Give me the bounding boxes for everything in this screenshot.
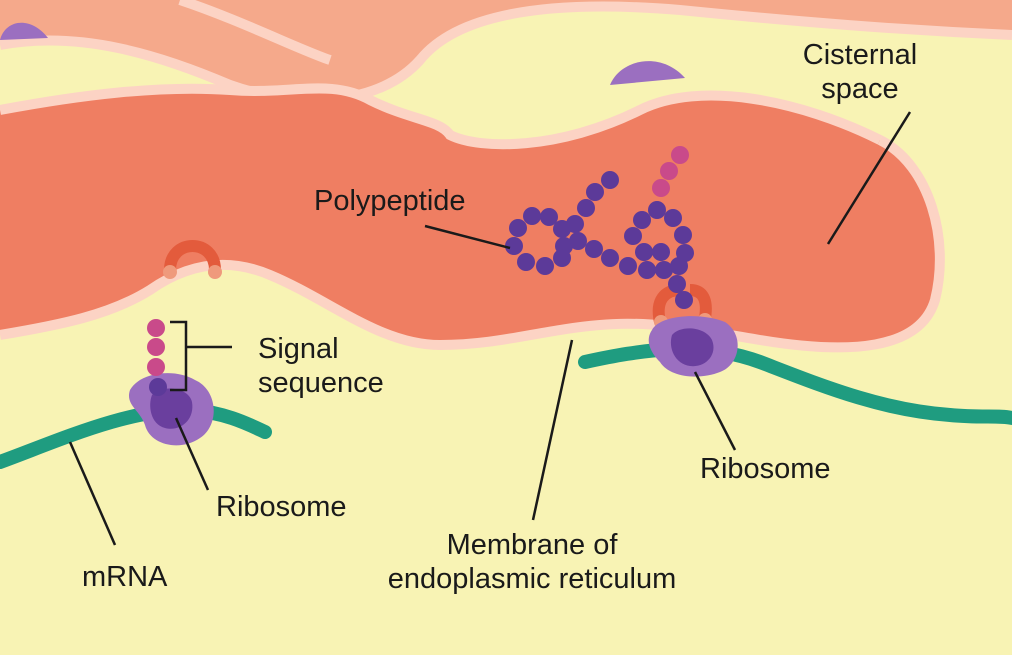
ribosome-right-small-subunit xyxy=(670,328,714,367)
label-signal-sequence-line1: Signal xyxy=(258,333,339,365)
polypeptide-aa xyxy=(675,291,693,309)
signal-aa-1 xyxy=(147,319,165,337)
er-top-membrane xyxy=(178,0,332,65)
label-signal-sequence-line2: sequence xyxy=(258,367,384,399)
polypeptide-aa xyxy=(619,257,637,275)
signal-aa-2 xyxy=(147,338,165,356)
polypeptide-aa xyxy=(601,249,619,267)
polypeptide-aa xyxy=(652,243,670,261)
label-cisternal-space-line2: space xyxy=(821,73,899,105)
leader-mrna xyxy=(68,441,117,546)
polypeptide-aa xyxy=(668,275,686,293)
leader-ribosome-left xyxy=(174,417,210,491)
polypeptide-aa xyxy=(577,199,595,217)
leader-cisternal-space xyxy=(826,111,912,245)
polypeptide-aa xyxy=(674,226,692,244)
label-cisternal-space-line1: Cisternal xyxy=(802,39,918,71)
polypeptide-chain xyxy=(505,171,694,309)
label-polypeptide: Polypeptide xyxy=(314,185,466,217)
upper-ribosome-bump-left xyxy=(0,22,48,40)
polypeptide-tail xyxy=(652,146,689,197)
polypeptide-aa xyxy=(676,244,694,262)
signal-aa-4 xyxy=(149,378,167,396)
polypeptide-aa xyxy=(585,240,603,258)
polypeptide-aa xyxy=(655,261,673,279)
ribosome-left-small-subunit xyxy=(150,388,193,429)
er-membrane-upper xyxy=(0,83,883,150)
polypeptide-tail-aa xyxy=(652,179,670,197)
translocon-left-tip-a xyxy=(163,265,177,279)
upper-ribosome-bump-right xyxy=(610,61,685,85)
polypeptide-aa xyxy=(638,261,656,279)
polypeptide-aa xyxy=(523,207,541,225)
label-membrane-line2: endoplasmic reticulum xyxy=(387,563,677,595)
signal-sequence-bracket xyxy=(170,320,232,392)
polypeptide-aa xyxy=(624,227,642,245)
label-ribosome-right: Ribosome xyxy=(700,453,831,485)
polypeptide-aa xyxy=(633,211,651,229)
leader-membrane xyxy=(531,339,574,521)
polypeptide-aa xyxy=(553,249,571,267)
polypeptide-aa xyxy=(648,201,666,219)
polypeptide-aa xyxy=(553,220,571,238)
label-ribosome-left: Ribosome xyxy=(216,491,347,523)
er-upper-fold-membrane xyxy=(0,1,1012,105)
translocon-left xyxy=(164,240,221,271)
polypeptide-aa xyxy=(569,232,587,250)
leader-ribosome-right xyxy=(693,371,737,451)
translocon-left-tip-b xyxy=(208,265,222,279)
polypeptide-aa xyxy=(664,209,682,227)
label-membrane: Membrane of endoplasmic reticulum xyxy=(360,528,704,596)
polypeptide-aa xyxy=(536,257,554,275)
polypeptide-aa xyxy=(540,208,558,226)
er-lumen xyxy=(0,88,940,348)
label-membrane-line1: Membrane of xyxy=(446,529,618,561)
polypeptide-aa xyxy=(601,171,619,189)
polypeptide-aa xyxy=(586,183,604,201)
polypeptide-aa xyxy=(509,219,527,237)
label-cisternal-space: Cisternal space xyxy=(780,38,940,106)
polypeptide-aa xyxy=(517,253,535,271)
polypeptide-tail-aa xyxy=(671,146,689,164)
leader-polypeptide xyxy=(424,224,511,250)
polypeptide-aa xyxy=(635,243,653,261)
signal-aa-3 xyxy=(147,358,165,376)
label-mrna: mRNA xyxy=(82,561,168,593)
polypeptide-aa xyxy=(505,237,523,255)
polypeptide-tail-aa xyxy=(660,162,678,180)
label-signal-sequence: Signal sequence xyxy=(258,332,384,400)
